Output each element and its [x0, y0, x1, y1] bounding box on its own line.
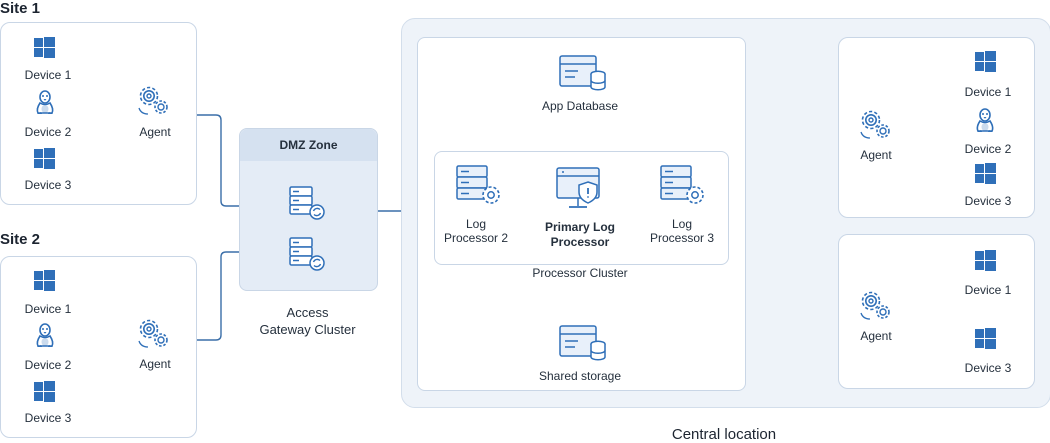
site2-device1-label: Device 1: [24, 302, 72, 316]
site1-box: [0, 22, 197, 205]
windows-icon: [975, 163, 996, 184]
log-processor-3-line2: Processor 3: [649, 231, 715, 245]
remote2-device3-label: Device 3: [964, 361, 1012, 375]
server-sync-icon: [289, 237, 325, 271]
windows-icon: [34, 37, 55, 58]
site2-title: Site 2: [0, 231, 41, 248]
site1-title: Site 1: [0, 0, 41, 17]
remote1-agent-label: Agent: [860, 148, 892, 162]
gateway-caption-line2: Gateway Cluster: [259, 322, 356, 337]
linux-icon: [36, 90, 54, 115]
log-processor-2-line1: Log: [465, 217, 487, 231]
windows-icon: [34, 270, 55, 291]
shared-storage-label: Shared storage: [538, 369, 622, 383]
site1-device2-label: Device 2: [24, 125, 72, 139]
linux-icon: [976, 108, 994, 133]
remote1-device2-label: Device 2: [964, 142, 1012, 156]
central-location-title: Central location: [671, 426, 777, 443]
windows-icon: [975, 328, 996, 349]
site2-agent-label: Agent: [139, 357, 171, 371]
remote-site1-box: [838, 37, 1035, 218]
site1-agent-label: Agent: [139, 125, 171, 139]
dmz-title: DMZ Zone: [240, 129, 377, 161]
log-processor-2-line2: Processor 2: [443, 231, 509, 245]
gateway-caption-line1: Access: [286, 305, 329, 320]
server-gear-icon: [660, 165, 704, 204]
gears-icon: [860, 291, 890, 320]
windows-icon: [975, 250, 996, 271]
remote-site2-box: [838, 234, 1035, 389]
remote1-device3-label: Device 3: [964, 194, 1012, 208]
remote1-device1-label: Device 1: [964, 85, 1012, 99]
monitor-shield-icon: [556, 167, 600, 208]
site1-device3-label: Device 3: [24, 178, 72, 192]
database-server-icon: [559, 325, 606, 361]
site2-to-gateway-link: [196, 248, 276, 341]
site1-device1-label: Device 1: [24, 68, 72, 82]
site2-device2-label: Device 2: [24, 358, 72, 372]
site2-device3-label: Device 3: [24, 411, 72, 425]
database-server-icon: [559, 55, 606, 91]
server-gear-icon: [456, 165, 500, 204]
windows-icon: [975, 51, 996, 72]
gears-icon: [138, 319, 168, 348]
linux-icon: [36, 323, 54, 348]
site2-box: [0, 256, 197, 438]
remote2-device1-label: Device 1: [964, 283, 1012, 297]
primary-processor-line1: Primary Log: [544, 220, 616, 234]
gears-icon: [138, 86, 168, 115]
windows-icon: [34, 148, 55, 169]
site1-to-gateway-link: [196, 114, 276, 210]
gears-icon: [860, 110, 890, 139]
windows-icon: [34, 381, 55, 402]
log-processor-3-line1: Log: [671, 217, 693, 231]
app-database-label: App Database: [541, 99, 619, 113]
remote2-agent-label: Agent: [860, 329, 892, 343]
primary-processor-line2: Processor: [550, 235, 610, 249]
server-sync-icon: [289, 186, 325, 220]
processor-cluster-label: Processor Cluster: [532, 266, 628, 280]
